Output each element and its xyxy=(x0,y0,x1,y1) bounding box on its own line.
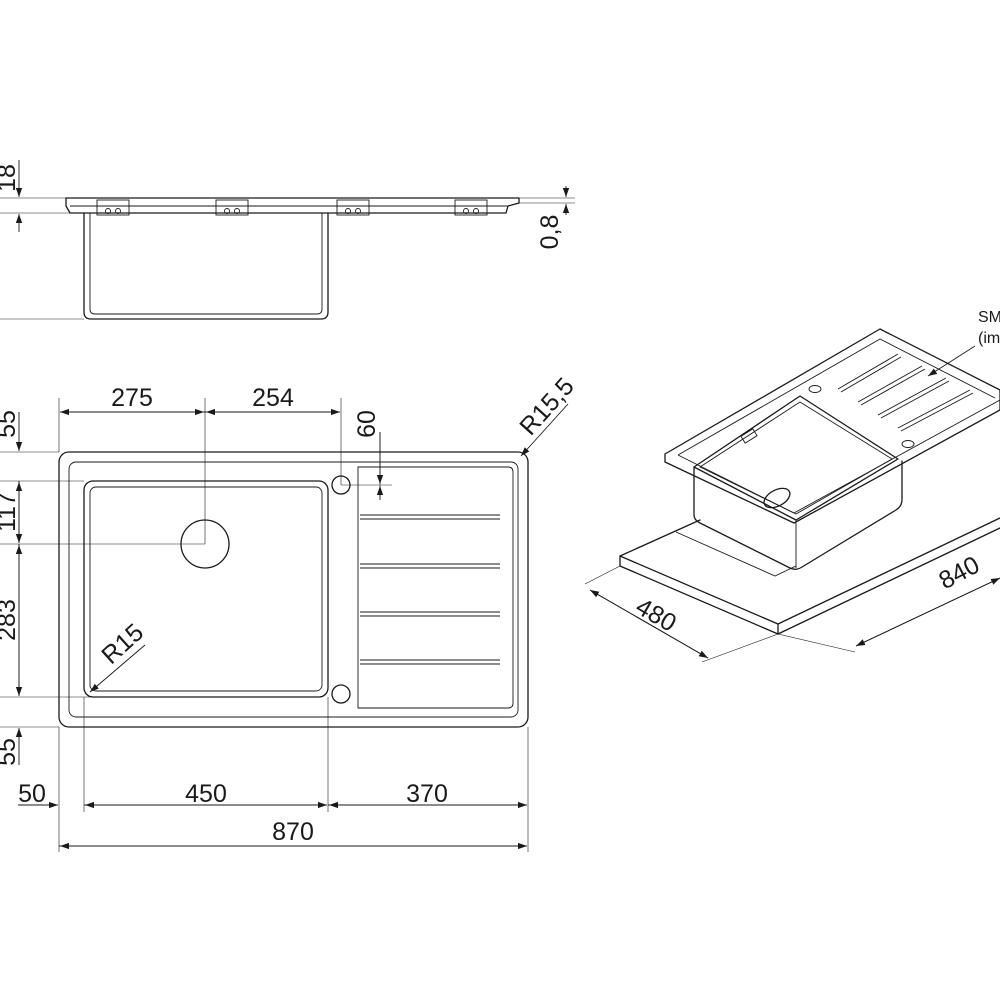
dim-50: 50 xyxy=(18,780,46,808)
side-flange xyxy=(65,197,520,214)
plan-outer-rim xyxy=(58,451,529,728)
dim-254: 254 xyxy=(252,384,294,412)
dim-60: 60 xyxy=(353,410,381,438)
mounting-clips xyxy=(96,199,488,216)
drainer-area xyxy=(357,466,514,709)
isometric-view: SM (im 480 840 xyxy=(584,309,1000,663)
iso-tap-hole-2 xyxy=(901,440,915,448)
side-bowl xyxy=(83,212,329,320)
side-view: 18 0,8 xyxy=(0,160,575,320)
dim-55-bottom: 55 xyxy=(0,738,21,766)
dim-sheet-thickness: 0,8 xyxy=(536,215,564,250)
dim-283: 283 xyxy=(0,599,21,641)
drainer-grooves xyxy=(360,514,500,665)
iso-drain xyxy=(763,487,791,509)
dim-r15-5: R15,5 xyxy=(514,372,579,440)
iso-tap-hole-1 xyxy=(808,385,822,393)
callout-line-2: (im xyxy=(978,330,1000,347)
dim-870: 870 xyxy=(272,818,314,846)
iso-bowl xyxy=(693,395,899,521)
dim-flange-height: 18 xyxy=(0,164,21,192)
dim-480: 480 xyxy=(631,593,681,638)
plan-bowl xyxy=(83,480,329,698)
iso-drainer-grooves xyxy=(837,353,974,432)
dim-275: 275 xyxy=(111,384,153,412)
callout-line-1: SM xyxy=(978,309,1000,326)
iso-sink-rim xyxy=(664,328,1000,524)
dim-r15: R15 xyxy=(96,618,149,670)
dim-117: 117 xyxy=(0,492,21,532)
dim-450: 450 xyxy=(185,780,227,808)
plan-view: 275 254 60 R15,5 55 117 283 55 R15 xyxy=(0,372,580,852)
dim-840: 840 xyxy=(934,551,984,595)
dim-370: 370 xyxy=(406,780,448,808)
dim-55-top: 55 xyxy=(0,410,21,438)
tap-hole-bottom xyxy=(331,684,351,704)
